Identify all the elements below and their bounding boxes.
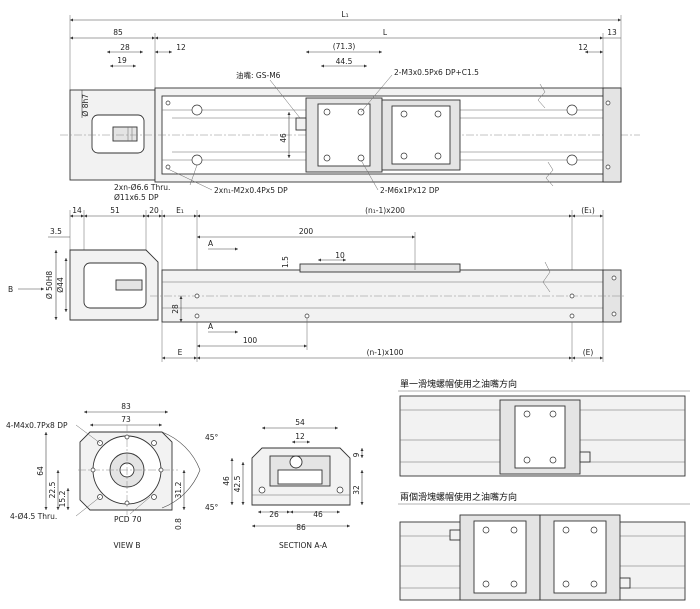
grease-single-title: 單一滑塊螺帽使用之油嘴方向	[400, 378, 517, 390]
label-a-bottom: A	[208, 322, 214, 331]
dim-28: 28	[120, 43, 130, 52]
angle-bottom: 45°	[205, 503, 219, 512]
dim-e: E	[178, 348, 183, 357]
section-nipple	[289, 455, 303, 469]
dim-3-5: 3.5	[50, 227, 62, 236]
section-title: SECTION A-A	[279, 541, 328, 550]
label-m4: 4-M4x0.7Px8 DP	[6, 421, 68, 430]
double-nipple-right	[619, 577, 631, 589]
slider-hole	[357, 154, 365, 162]
rail-end-cap	[602, 87, 622, 183]
section-a-a: 54 12 46 42.5 9 32 26 46 86 SECTION A-A	[222, 418, 364, 550]
dim-n1-200: (n₁-1)x200	[365, 206, 405, 215]
label-m3: 2-M3x0.5Px6 DP+C1.5	[394, 68, 479, 77]
label-thru-b: 4-Ø4.5 Thru.	[10, 512, 57, 521]
dim-l: L	[383, 28, 388, 37]
side-slider	[299, 263, 461, 273]
dim-42-5: 42.5	[233, 475, 242, 492]
angle-top: 45°	[205, 433, 219, 442]
label-thru: 2xn-Ø6.6 Thru.	[114, 183, 170, 192]
mount-hole	[191, 104, 203, 116]
dim-44-5: 44.5	[336, 57, 353, 66]
mount-hole	[566, 104, 578, 116]
dim-10: 10	[335, 251, 345, 260]
dim-28-side: 28	[171, 304, 180, 314]
dim-9: 9	[352, 452, 361, 457]
slider-hole	[323, 154, 331, 162]
grease-nipple	[295, 117, 307, 131]
dim-54: 54	[295, 418, 305, 427]
dim-32: 32	[352, 485, 361, 495]
dim-64: 64	[36, 466, 45, 476]
tap-hole	[165, 100, 171, 106]
side-rail	[161, 269, 604, 323]
view-b-title: VIEW B	[113, 541, 140, 550]
dim-22-5: 22.5	[48, 481, 57, 498]
grease-double-title: 兩個滑塊螺帽使用之油嘴方向	[400, 491, 517, 503]
label-b: B	[8, 285, 13, 294]
label-pcd: PCD 70	[114, 515, 142, 524]
dim-e1-right: (E₁)	[581, 206, 595, 215]
dim-14: 14	[72, 206, 82, 215]
dim-46-aa: 46	[222, 476, 231, 486]
dim-l1: L₁	[341, 10, 348, 19]
dim-85: 85	[113, 28, 123, 37]
dim-100: 100	[243, 336, 258, 345]
dim-1-5: 1.5	[281, 256, 290, 268]
top-view: L₁ L 85 13 28 19 12 (71.3) 44.5 12 Ø 8h7	[60, 10, 640, 202]
dim-shaft: Ø 8h7	[81, 94, 90, 117]
dim-19: 19	[117, 56, 127, 65]
dim-20: 20	[149, 206, 159, 215]
dim-46-bottom: 46	[313, 510, 323, 519]
dim-83: 83	[121, 402, 131, 411]
side-view: 14 51 20 E₁ (n₁-1)x200 (E₁) 3.5 Ø 50H8 Ø…	[8, 206, 625, 362]
dim-12-aa: 12	[295, 432, 305, 441]
tap-hole	[605, 164, 611, 170]
tap-hole	[605, 100, 611, 106]
dim-n-100: (n-1)x100	[367, 348, 404, 357]
dim-50h8: Ø 50H8	[45, 271, 54, 299]
dim-12-left: 12	[176, 43, 186, 52]
double-nipple-left	[449, 529, 461, 541]
dim-12-right: 12	[578, 43, 588, 52]
dim-26: 26	[269, 510, 279, 519]
dim-44: Ø44	[56, 277, 65, 293]
slider-hole	[323, 108, 331, 116]
grease-single-panel: 單一滑塊螺帽使用之油嘴方向	[398, 378, 690, 477]
mount-hole	[191, 154, 203, 166]
label-m6: 2-M6x1Px12 DP	[380, 186, 440, 195]
label-m2: 2xn₁-M2x0.4Px5 DP	[214, 186, 288, 195]
view-b: 83 73 45° 45° 4-M4x0.7Px8 DP 4-Ø4.5 Thru…	[6, 402, 219, 550]
tap-hole	[165, 164, 171, 170]
dim-13: 13	[607, 28, 617, 37]
dim-31-2: 31.2	[174, 481, 183, 498]
single-nipple	[579, 451, 591, 463]
dim-15-2: 15.2	[58, 490, 67, 507]
label-cbore: Ø11x6.5 DP	[114, 193, 159, 202]
label-a-top: A	[208, 239, 214, 248]
dim-71-3: (71.3)	[333, 42, 356, 51]
dim-51: 51	[110, 206, 120, 215]
dim-86: 86	[296, 523, 306, 532]
dim-e-right: (E)	[583, 348, 594, 357]
dim-0-8: 0.8	[174, 518, 183, 530]
label-grease: 油嘴: GS-M6	[236, 70, 281, 80]
dim-200: 200	[299, 227, 314, 236]
mount-hole	[566, 154, 578, 166]
dim-e1-left: E₁	[176, 206, 184, 215]
dim-73: 73	[121, 415, 131, 424]
dim-46: 46	[279, 133, 288, 143]
shaft	[112, 126, 138, 142]
grease-double-panel: 兩個滑塊螺帽使用之油嘴方向	[398, 491, 690, 601]
